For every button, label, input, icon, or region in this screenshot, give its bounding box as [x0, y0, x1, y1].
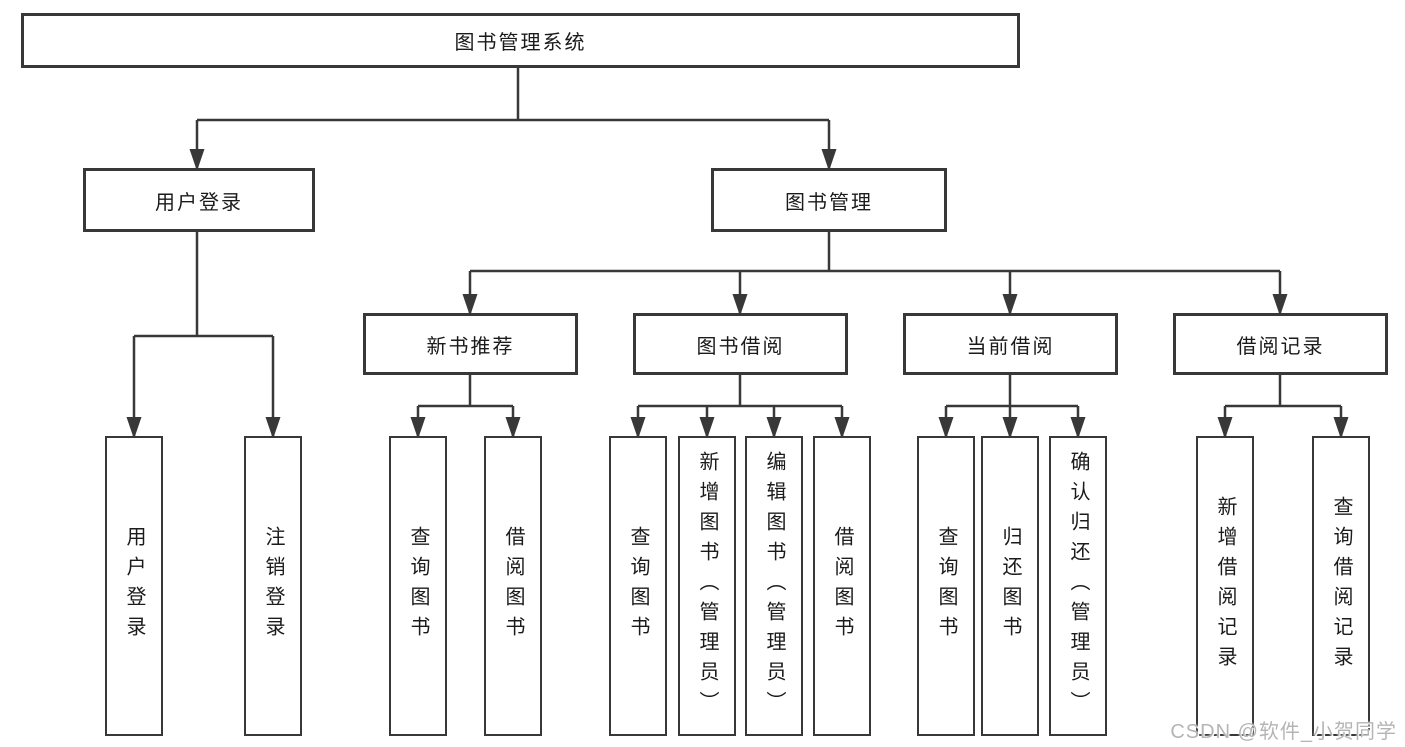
leaf-label: 查询图书 — [627, 526, 649, 646]
arrowhead — [1217, 417, 1233, 439]
node-label: 图书管理 — [785, 191, 873, 214]
arrowhead — [821, 149, 837, 171]
leaf-borrowing-borrow-books: 借阅图书 — [813, 436, 871, 736]
arrowhead — [410, 417, 426, 439]
leaf-label: 归还图书 — [999, 526, 1021, 646]
arrowhead — [265, 417, 281, 439]
leaf-label: 注销登录 — [262, 526, 284, 646]
leaf-label: 新增借阅记录 — [1214, 496, 1236, 676]
arrowhead — [766, 417, 782, 439]
leaf-label: 编辑图书（管理员） — [763, 451, 785, 721]
arrowhead — [938, 417, 954, 439]
arrowhead — [1002, 417, 1018, 439]
csdn-watermark: CSDN @软件_小贺同学 — [1170, 721, 1397, 743]
arrowhead — [1002, 294, 1018, 316]
arrowhead — [1272, 294, 1288, 316]
connector-root-to-level2 — [195, 68, 831, 171]
arrowhead — [732, 294, 748, 316]
arrowhead — [699, 417, 715, 439]
node-label: 新书推荐 — [426, 335, 515, 358]
node-borrow-records: 借阅记录 — [1173, 313, 1388, 375]
leaf-newbook-borrow-books: 借阅图书 — [484, 436, 542, 736]
arrowhead — [630, 417, 646, 439]
connector-borrow-to-leaves — [636, 375, 844, 439]
arrowhead — [505, 417, 521, 439]
node-book-borrowing: 图书借阅 — [633, 313, 848, 375]
arrowhead — [462, 294, 478, 316]
arrowhead — [189, 149, 205, 171]
leaf-label: 查询借阅记录 — [1330, 496, 1352, 676]
leaf-user-login: 用户登录 — [105, 436, 163, 736]
leaf-label: 新增图书（管理员） — [696, 451, 718, 721]
node-book-management: 图书管理 — [711, 168, 947, 232]
leaf-current-return-books: 归还图书 — [981, 436, 1039, 736]
node-label: 用户登录 — [155, 191, 243, 214]
leaf-current-confirm-return-admin: 确认归还（管理员） — [1049, 436, 1107, 736]
leaf-label: 借阅图书 — [831, 526, 853, 646]
leaf-label: 借阅图书 — [502, 526, 524, 646]
connector-mgmt-to-level3 — [468, 232, 1282, 316]
node-label: 借阅记录 — [1236, 335, 1325, 358]
arrowheads — [126, 149, 1349, 439]
connector-records-to-leaves — [1223, 375, 1343, 439]
node-label: 图书管理系统 — [454, 32, 587, 54]
leaf-logout: 注销登录 — [244, 436, 302, 736]
leaf-label: 确认归还（管理员） — [1067, 451, 1089, 721]
leaf-borrowing-add-books-admin: 新增图书（管理员） — [678, 436, 736, 736]
arrowhead — [834, 417, 850, 439]
connector-newbook-to-leaves — [416, 375, 515, 439]
connector-login-to-leaves — [132, 232, 275, 439]
leaf-newbook-query-books: 查询图书 — [389, 436, 447, 736]
leaf-label: 用户登录 — [123, 526, 145, 646]
node-current-borrowing: 当前借阅 — [903, 313, 1118, 375]
leaf-borrowing-edit-books-admin: 编辑图书（管理员） — [745, 436, 803, 736]
leaf-records-add-borrow-record: 新增借阅记录 — [1196, 436, 1254, 736]
arrowhead — [126, 417, 142, 439]
node-label: 当前借阅 — [966, 335, 1055, 358]
node-new-book-recommendation: 新书推荐 — [363, 313, 578, 375]
leaf-current-query-books: 查询图书 — [917, 436, 975, 736]
node-library-management-system: 图书管理系统 — [21, 13, 1020, 68]
node-user-login: 用户登录 — [83, 168, 315, 232]
arrowhead — [1333, 417, 1349, 439]
arrowhead — [1070, 417, 1086, 439]
node-label: 图书借阅 — [696, 335, 785, 358]
leaf-label: 查询图书 — [407, 526, 429, 646]
leaf-borrowing-query-books: 查询图书 — [609, 436, 667, 736]
leaf-records-query-borrow-record: 查询借阅记录 — [1312, 436, 1370, 736]
leaf-label: 查询图书 — [935, 526, 957, 646]
